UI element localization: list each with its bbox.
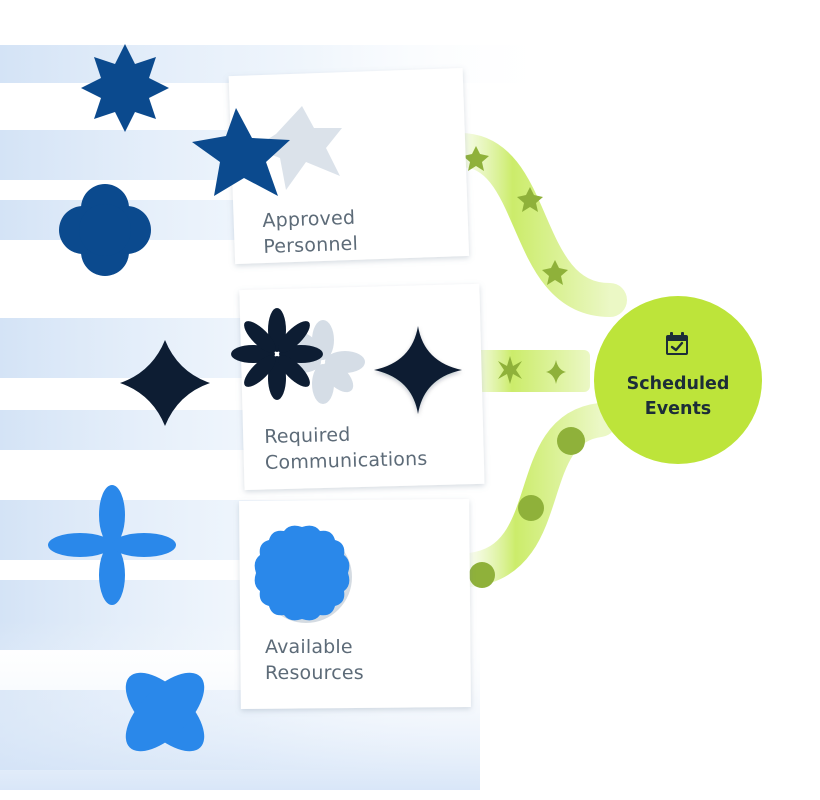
quatrefoil-icon [59,184,151,276]
card-label-required-communications: Required Communications [264,420,428,476]
hub-label-line: Events [644,399,712,419]
six-point-star-icon [192,108,290,196]
card-approved-personnel [228,68,470,265]
calendar-check-icon [666,332,688,355]
pipe-star-icon [463,146,489,171]
card-label-line: Resources [265,662,364,684]
pipe-star-icon [542,260,568,285]
scalloped-badge-icon [254,525,352,623]
faded-six-point-star-icon [254,106,342,190]
card-shapes [192,106,462,623]
four-point-sparkle-icon [374,326,462,414]
pipe-star-icon [517,187,543,212]
rounded-x-icon [125,672,205,752]
pipe-sparkle-icon [546,360,566,384]
card-label-line: Available [265,636,353,658]
card-label-line: Personnel [262,232,359,258]
pipe-dot-icon [518,495,544,521]
card-label-available-resources: Available Resources [265,634,364,686]
card-label-line: Approved [262,206,356,232]
eight-point-star-icon [81,44,169,132]
hub-label: Scheduled Events [598,372,758,422]
left-shapes [48,44,210,752]
scheduled-events-hub [594,296,762,464]
source-cards [228,68,485,709]
hub-label-line: Scheduled [626,374,730,394]
pipe-dot-icon [469,562,495,588]
pipe-markers [463,146,585,588]
card-label-line: Communications [264,447,428,474]
eight-petal-flower-icon [231,308,323,400]
card-label-approved-personnel: Approved Personnel [262,205,358,260]
diamond-icon [120,340,210,426]
pipe-burst-icon [498,356,522,384]
four-petal-cross-icon [48,485,176,605]
pipe-dot-icon [557,427,585,455]
